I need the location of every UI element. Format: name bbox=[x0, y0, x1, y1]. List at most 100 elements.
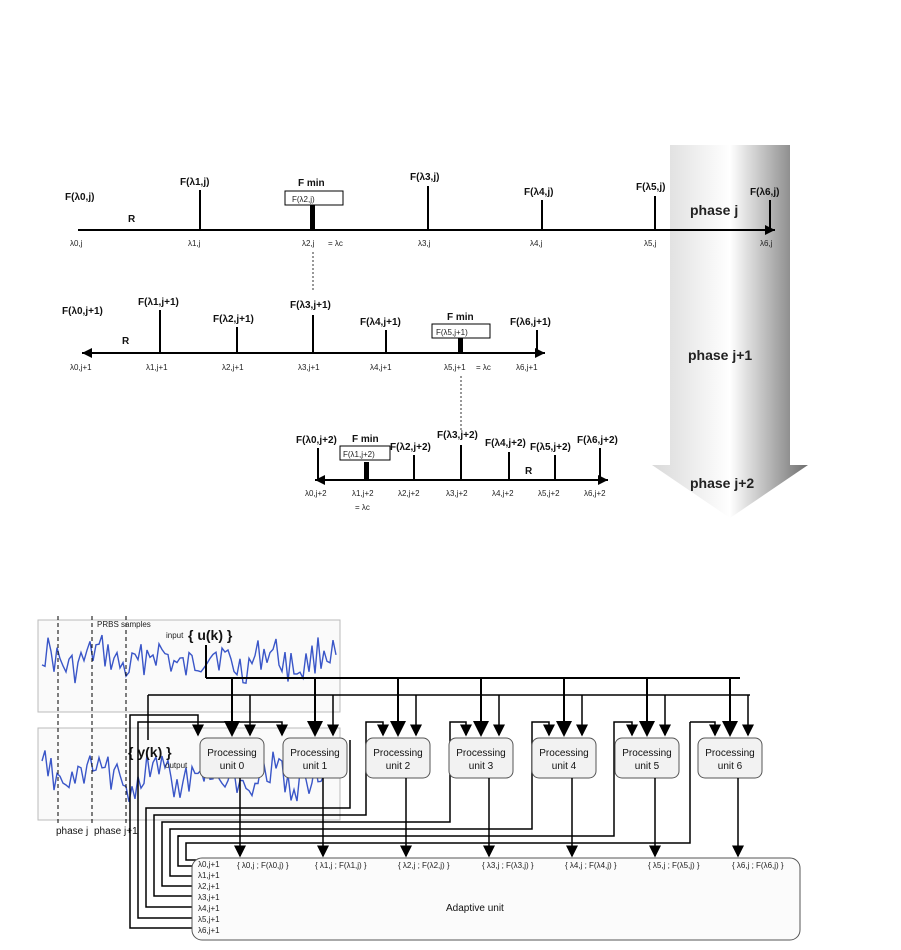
next-lambda-1: λ1,j+1 bbox=[198, 871, 220, 880]
input-signal bbox=[41, 634, 337, 685]
f-label-j-5: F(λ5,j) bbox=[636, 182, 665, 193]
next-lambda-5: λ5,j+1 bbox=[198, 915, 220, 924]
processing-unit-1 bbox=[282, 737, 348, 779]
lambda-j2-2: λ2,j+2 bbox=[398, 489, 420, 498]
fmin-box-label-j2: F(λ1,j+2) bbox=[343, 450, 375, 459]
result-6: { λ6,j ; F(λ6,j) } bbox=[732, 861, 784, 870]
row-phase-j1: R F(λ0,j+1) F(λ1,j+1) F(λ2,j+1) F(λ3,j+1… bbox=[62, 297, 551, 372]
processing-unit-5-line2: unit 5 bbox=[635, 761, 660, 772]
processing-units bbox=[199, 737, 763, 779]
processing-unit-2 bbox=[365, 737, 431, 779]
fmin-box-j1 bbox=[431, 323, 491, 339]
next-lambda-6: λ6,j+1 bbox=[198, 926, 220, 935]
processing-unit-4-line2: unit 4 bbox=[552, 761, 577, 772]
processing-unit-1-line1: Processing bbox=[290, 748, 339, 759]
processing-unit-0-line1: Processing bbox=[207, 748, 256, 759]
processing-unit-2-line1: Processing bbox=[373, 748, 422, 759]
phase-label-j1: phase j+1 bbox=[688, 347, 752, 363]
fmin-box-label-j1: F(λ5,j+1) bbox=[436, 328, 468, 337]
unit-output-arrows bbox=[234, 778, 744, 858]
output-bus bbox=[147, 694, 754, 740]
eq-j: = λc bbox=[328, 239, 343, 248]
processing-unit-4-line1: Processing bbox=[539, 748, 588, 759]
result-1: { λ1,j ; F(λ1,j) } bbox=[315, 861, 367, 870]
f-label-j2-0: F(λ0,j+2) bbox=[296, 435, 337, 446]
r-label-j: R bbox=[128, 214, 136, 225]
signal-plots: PRBS samples bbox=[37, 616, 341, 824]
f-label-j-3: F(λ3,j) bbox=[410, 172, 439, 183]
lambda-j2-5: λ5,j+2 bbox=[538, 489, 560, 498]
lambda-j1-2: λ2,j+1 bbox=[222, 363, 244, 372]
lambda-j-1: λ1,j bbox=[188, 239, 201, 248]
next-lambda-4: λ4,j+1 bbox=[198, 904, 220, 913]
prbs-label: PRBS samples bbox=[97, 620, 151, 629]
lambda-j1-3: λ3,j+1 bbox=[298, 363, 320, 372]
processing-unit-0 bbox=[199, 737, 265, 779]
stem-j2-min bbox=[364, 462, 369, 480]
next-lambda-2: λ2,j+1 bbox=[198, 882, 220, 891]
processing-unit-6-line2: unit 6 bbox=[718, 761, 743, 772]
axis-arrow-left-j2 bbox=[315, 475, 325, 485]
lambda-j1-0: λ0,j+1 bbox=[70, 363, 92, 372]
input-caption: input bbox=[166, 631, 184, 640]
adaptive-unit-label: Adaptive unit bbox=[446, 903, 504, 914]
fmin-box-label-j: F(λ2,j) bbox=[292, 195, 315, 204]
lambda-j1-6: λ6,j+1 bbox=[516, 363, 538, 372]
lambda-j2-0: λ0,j+2 bbox=[305, 489, 327, 498]
axis-arrow-left-j1 bbox=[82, 348, 92, 358]
fmin-box-j bbox=[284, 190, 344, 206]
input-label: { u(k) } bbox=[188, 627, 233, 643]
f-label-j1-4: F(λ4,j+1) bbox=[360, 317, 401, 328]
f-label-j-1: F(λ1,j) bbox=[180, 177, 209, 188]
f-label-j1-0: F(λ0,j+1) bbox=[62, 306, 103, 317]
lambda-j-0: λ0,j bbox=[70, 239, 83, 248]
lambda-j-3: λ3,j bbox=[418, 239, 431, 248]
phase-label-bottom-j1: phase j+1 bbox=[94, 826, 138, 837]
f-label-j2-2: F(λ2,j+2) bbox=[390, 442, 431, 453]
processing-unit-2-line2: unit 2 bbox=[386, 761, 411, 772]
lambda-j-2: λ2,j bbox=[302, 239, 315, 248]
lambda-j2-4: λ4,j+2 bbox=[492, 489, 514, 498]
stem-j1-min bbox=[458, 338, 463, 353]
phase-label-bottom-j: phase j bbox=[56, 826, 88, 837]
stem-j-min bbox=[310, 205, 315, 230]
lambda-j1-4: λ4,j+1 bbox=[370, 363, 392, 372]
f-label-j1-2: F(λ2,j+1) bbox=[213, 314, 254, 325]
processing-unit-3-line2: unit 3 bbox=[469, 761, 494, 772]
processing-unit-6-line1: Processing bbox=[705, 748, 754, 759]
result-3: { λ3,j ; F(λ3,j) } bbox=[482, 861, 534, 870]
row-phase-j: R F(λ0,j) F(λ1,j) F(λ3,j) F(λ4,j) F(λ5,j… bbox=[65, 172, 779, 248]
processing-unit-6 bbox=[697, 737, 763, 779]
next-lambda-labels: λ0,j+1 λ1,j+1 λ2,j+1 λ3,j+1 λ4,j+1 λ5,j+… bbox=[198, 860, 220, 935]
row-phase-j2: R F(λ0,j+2) F(λ2,j+2) F(λ3,j+2) F(λ4,j+2… bbox=[296, 430, 618, 512]
input-bus bbox=[205, 645, 740, 737]
lambda-j-5: λ5,j bbox=[644, 239, 657, 248]
processing-unit-0-line2: unit 0 bbox=[220, 761, 245, 772]
processing-unit-3 bbox=[448, 737, 514, 779]
r-label-j2: R bbox=[525, 466, 533, 477]
output-signal bbox=[41, 748, 337, 803]
r-label-j1: R bbox=[122, 336, 130, 347]
lambda-j-6: λ6,j bbox=[760, 239, 773, 248]
next-lambda-0: λ0,j+1 bbox=[198, 860, 220, 869]
output-label: { y(k) } bbox=[128, 744, 172, 760]
phase-arrow bbox=[652, 145, 808, 518]
result-5: { λ5,j ; F(λ5,j) } bbox=[648, 861, 700, 870]
eq-j1: = λc bbox=[476, 363, 491, 372]
processing-unit-5 bbox=[614, 737, 680, 779]
fmin-box-j2 bbox=[339, 445, 391, 461]
result-labels: { λ0,j ; F(λ0,j) } { λ1,j ; F(λ1,j) } { … bbox=[237, 861, 784, 870]
processing-unit-4 bbox=[531, 737, 597, 779]
fmin-label-j1: F min bbox=[447, 312, 474, 323]
processing-unit-3-line1: Processing bbox=[456, 748, 505, 759]
lambda-j2-6: λ6,j+2 bbox=[584, 489, 606, 498]
fmin-label-j2: F min bbox=[352, 434, 379, 445]
f-label-j1-3: F(λ3,j+1) bbox=[290, 300, 331, 311]
f-label-j2-6: F(λ6,j+2) bbox=[577, 435, 618, 446]
f-label-j2-3: F(λ3,j+2) bbox=[437, 430, 478, 441]
result-2: { λ2,j ; F(λ2,j) } bbox=[398, 861, 450, 870]
f-label-j-4: F(λ4,j) bbox=[524, 187, 553, 198]
f-label-j2-5: F(λ5,j+2) bbox=[530, 442, 571, 453]
lambda-j2-1: λ1,j+2 bbox=[352, 489, 374, 498]
